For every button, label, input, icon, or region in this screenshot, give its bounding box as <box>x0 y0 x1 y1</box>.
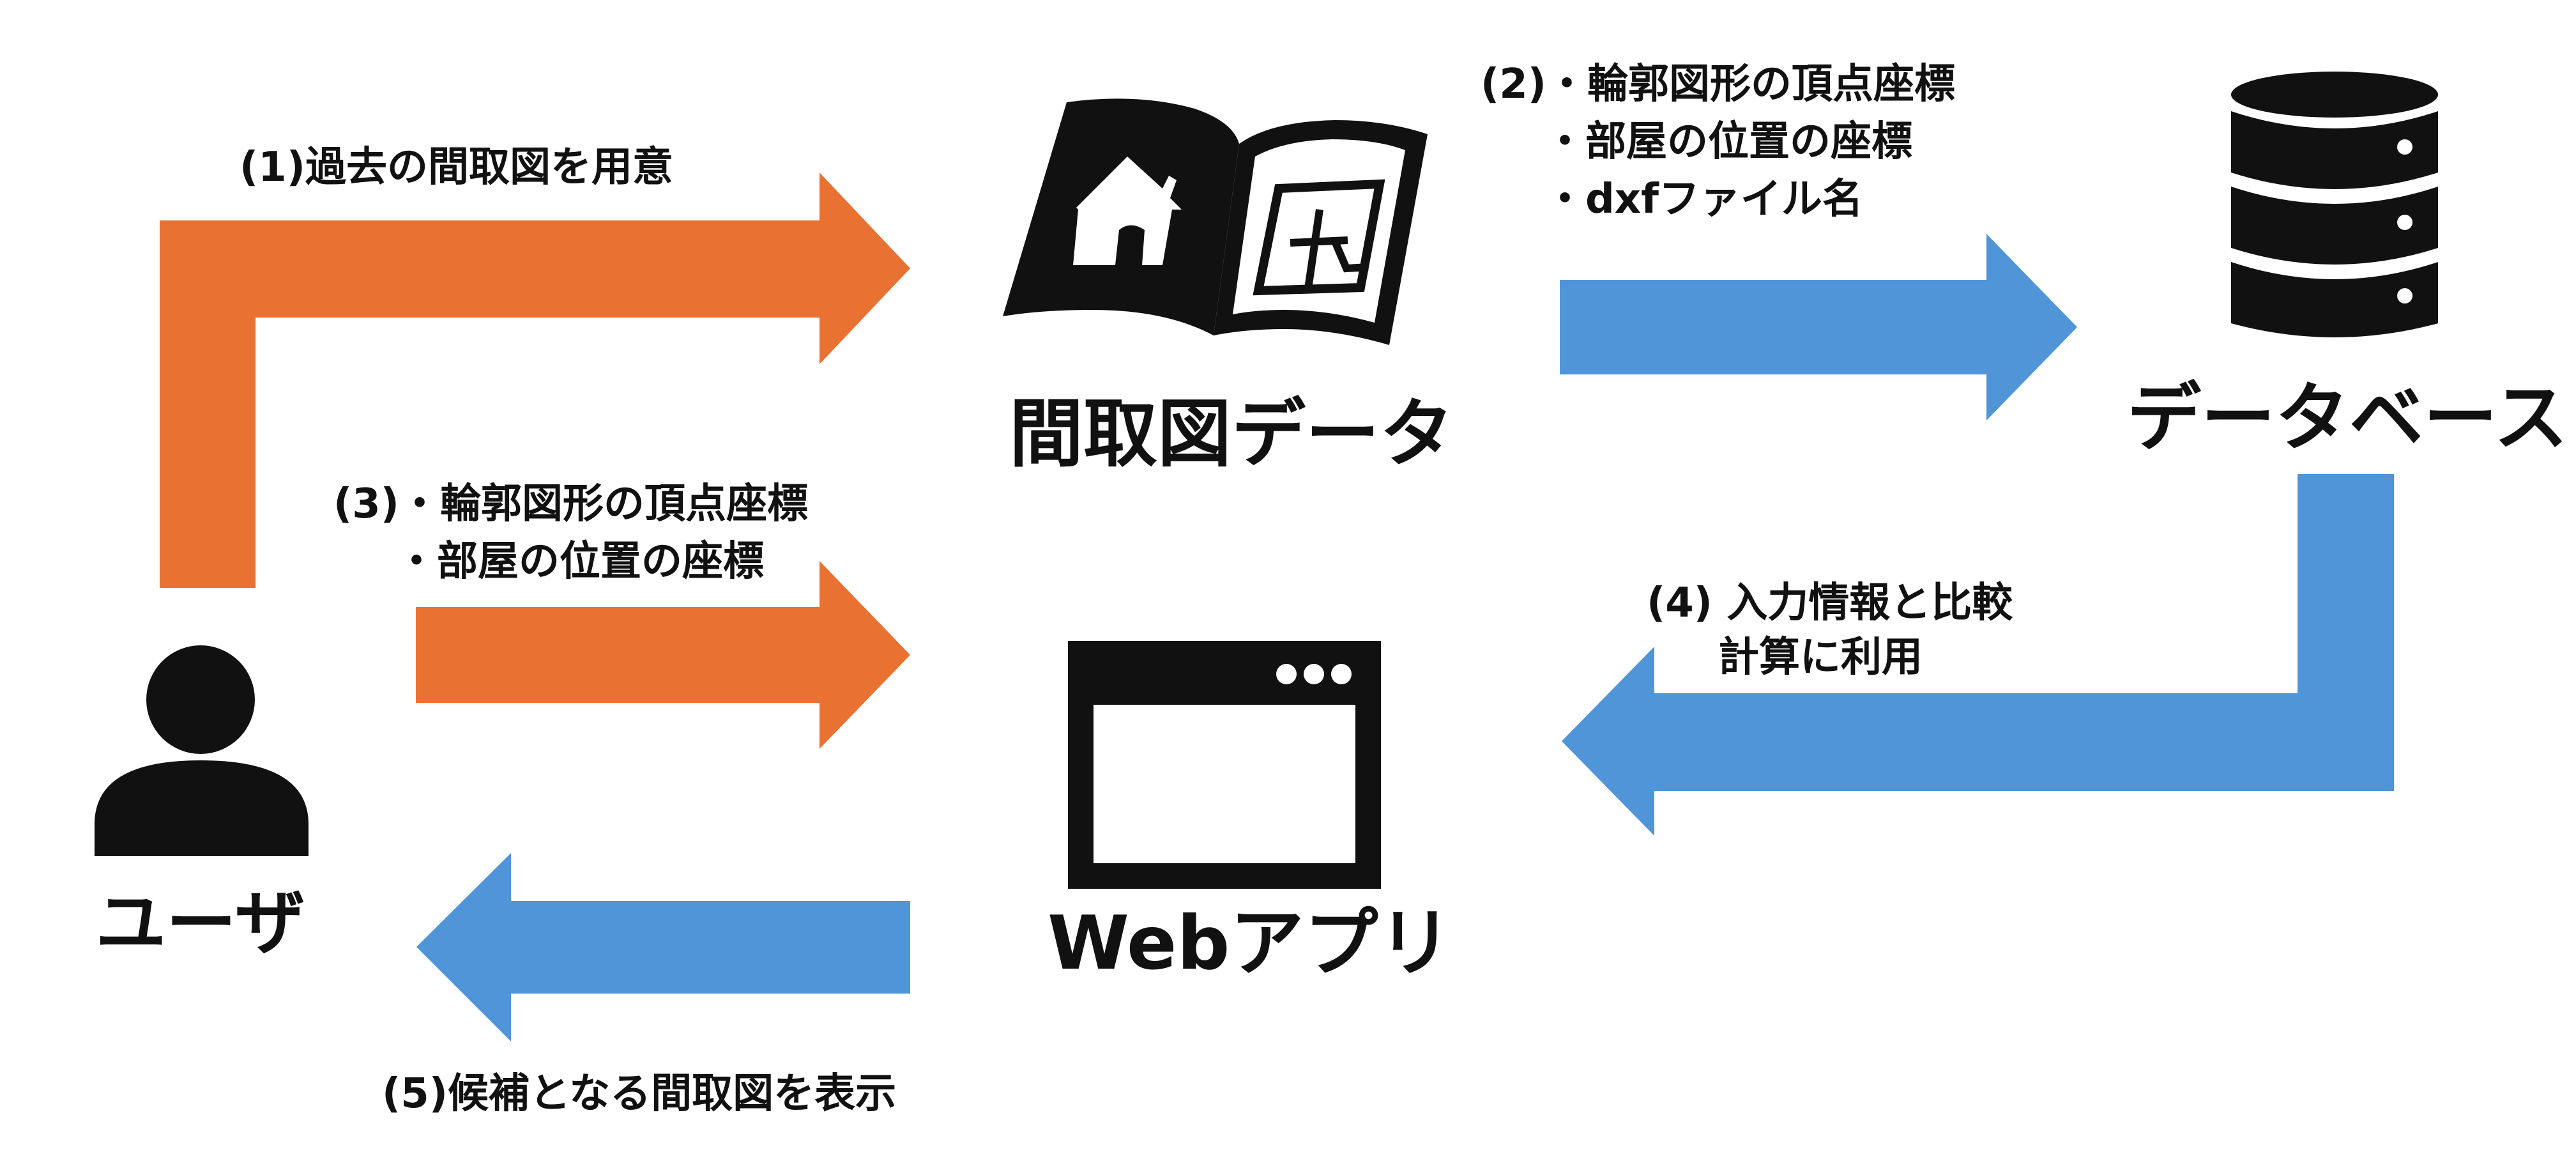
arrow-1-user-to-floorplan <box>160 173 910 588</box>
edge-4-label-line-1: (4) 入力情報と比較 <box>1647 580 2013 627</box>
database-icon <box>2231 72 2438 337</box>
edge-5-label: (5)候補となる間取図を表示 <box>382 1070 897 1118</box>
arrow-3-user-to-webapp <box>416 561 910 749</box>
arrow-4-database-to-webapp <box>1562 474 2394 836</box>
arrow-5-webapp-to-user <box>416 853 910 1041</box>
user-label: ユーザ <box>96 882 305 964</box>
edge-2-label-line-1: (2)・輪郭図形の頂点座標 <box>1481 61 1956 108</box>
browser-window-icon <box>1068 641 1381 889</box>
edge-1-label: (1)過去の間取図を用意 <box>240 144 674 191</box>
edge-2-label-line-3: ・dxfファイル名 <box>1544 176 1863 223</box>
edge-3-label-line-2: ・部屋の位置の座標 <box>396 538 764 585</box>
database-label: データベース <box>2127 375 2568 461</box>
webapp-label: Webアプリ <box>1048 900 1452 987</box>
arrow-2-floorplan-to-database <box>1560 234 2077 420</box>
floorplan-label: 間取図データ <box>1009 391 1454 477</box>
edge-3-label-line-1: (3)・輪郭図形の頂点座標 <box>333 480 809 528</box>
edge-2-label-line-2: ・部屋の位置の座標 <box>1544 118 1912 165</box>
edge-4-label-line-2: 計算に利用 <box>1718 634 1923 681</box>
person-icon <box>95 645 309 856</box>
floorplan-book-icon <box>1003 98 1428 345</box>
